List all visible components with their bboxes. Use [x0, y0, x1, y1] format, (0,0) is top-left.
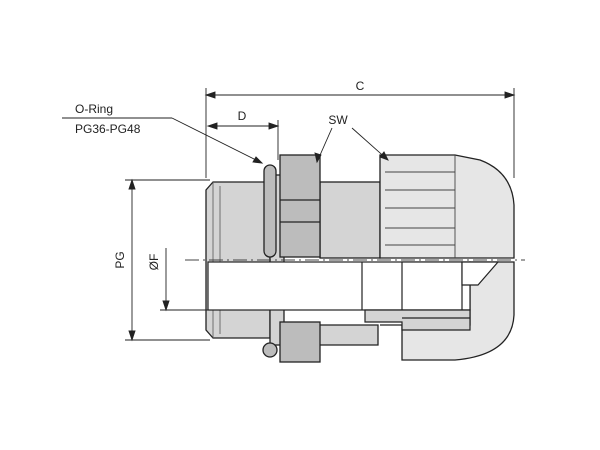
cap-nut	[379, 154, 515, 361]
bore-wedge	[461, 261, 500, 286]
dimension-sw-label: SW	[328, 113, 348, 127]
dimension-d-label: D	[238, 109, 247, 123]
dimension-c-label: C	[356, 79, 365, 93]
bore	[207, 261, 500, 311]
upper-body	[319, 181, 381, 259]
o-ring	[262, 164, 278, 358]
dimension-pg	[125, 178, 210, 342]
hex-nut	[279, 154, 321, 363]
cap-lower	[380, 261, 515, 361]
dimension-pg-label: PG	[113, 251, 127, 268]
o-ring-label: O-Ring	[75, 102, 113, 116]
o-ring-leader	[62, 117, 264, 164]
hex-face-lower	[279, 321, 321, 363]
o-ring-upper	[263, 164, 277, 258]
bore-inner	[401, 261, 463, 311]
hex-face	[279, 154, 321, 258]
dimension-d	[206, 120, 280, 160]
dimension-f-label: ØF	[147, 254, 161, 271]
seal-strip	[364, 309, 471, 331]
sw-leaders	[314, 127, 389, 164]
dimension-f	[160, 248, 208, 312]
thread-range-label: PG36-PG48	[75, 122, 141, 136]
cap-upper	[379, 154, 515, 259]
dimension-c	[204, 88, 516, 178]
cap-ribs	[385, 155, 456, 258]
o-ring-lower	[262, 342, 278, 358]
